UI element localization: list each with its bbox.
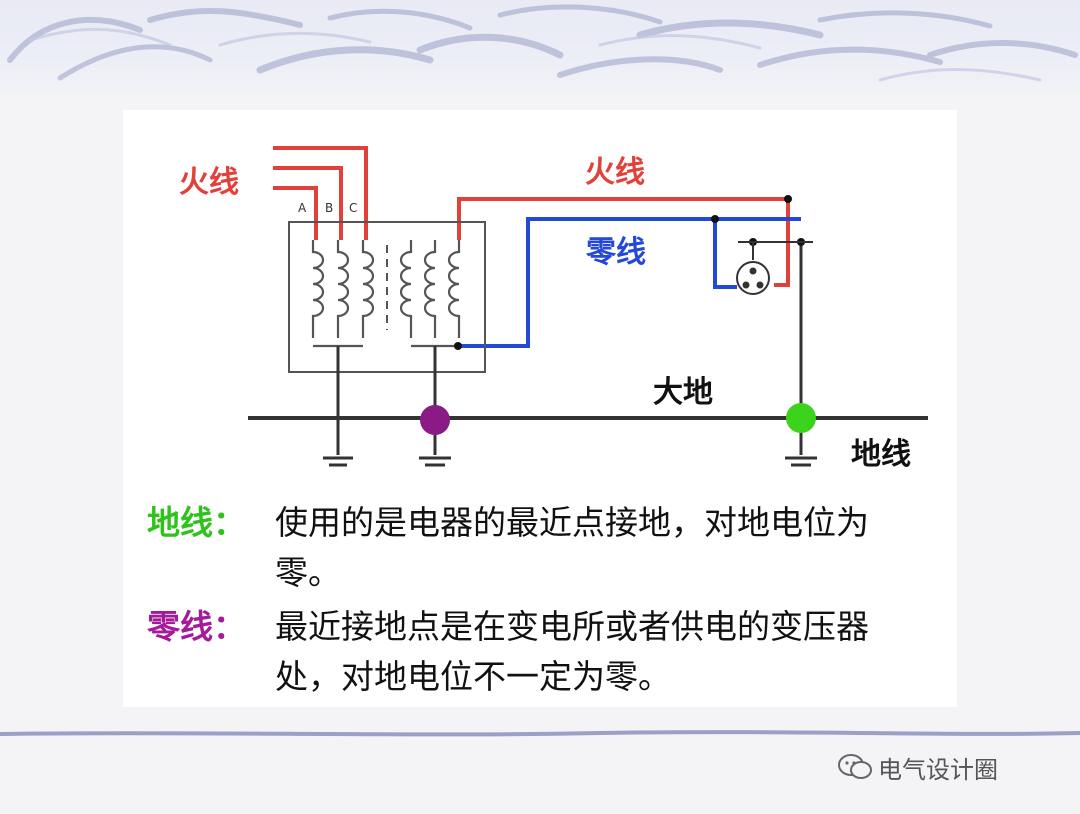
transformer-box xyxy=(288,221,486,373)
definition-term: 地线： xyxy=(147,503,246,542)
grounding-circuit-diagram xyxy=(248,146,928,467)
grounding-diagram-slide: 火线 A B C 火线 零线 大地 地线 地线： 使用的是电器的最近点接地，对地… xyxy=(123,110,957,707)
ground-symbols xyxy=(323,456,817,467)
phase-label-b: B xyxy=(325,201,334,215)
coil-c xyxy=(361,240,375,338)
definition-text: 最近接地点是在变电所或者供电的变压器处，对地电位不一定为零。 xyxy=(275,607,869,696)
ground-wires xyxy=(248,242,928,455)
decorative-header-band xyxy=(0,0,1080,92)
socket xyxy=(736,241,813,295)
ground-wire-definition: 地线： 使用的是电器的最近点接地，对地电位为零。 xyxy=(147,498,937,598)
ground-wire-label: 地线 xyxy=(851,437,911,472)
live-wire-label-right: 火线 xyxy=(585,155,645,190)
neutral-wires xyxy=(459,217,801,348)
phase-label-c: C xyxy=(349,201,358,215)
definition-term: 零线： xyxy=(147,607,246,646)
coil-a xyxy=(311,240,325,338)
junction-dots xyxy=(454,195,805,350)
coil-sec-3 xyxy=(447,240,461,338)
coil-b xyxy=(336,240,350,338)
coil-sec-1 xyxy=(399,240,413,338)
coil-sec-2 xyxy=(423,240,437,338)
transformer xyxy=(288,221,486,373)
neutral-wire-label: 零线 xyxy=(586,235,646,270)
live-wire-label-left: 火线 xyxy=(179,165,239,200)
wechat-icon xyxy=(838,754,872,779)
socket-icon xyxy=(736,261,770,295)
earth-label: 大地 xyxy=(653,375,713,410)
live-wire-b xyxy=(273,166,343,240)
watermark-text: 电气设计圈 xyxy=(878,755,998,784)
watermark: 电气设计圈 xyxy=(838,750,998,784)
decorative-bottom-rule xyxy=(0,730,1080,737)
phase-label-a: A xyxy=(298,201,307,215)
neutral-wire-branch xyxy=(713,219,737,289)
definition-text: 使用的是电器的最近点接地，对地电位为零。 xyxy=(275,503,869,592)
live-wire-c xyxy=(273,146,368,240)
decorative-swirls xyxy=(7,4,1078,82)
neutral-wire-definition: 零线： 最近接地点是在变电所或者供电的变压器处，对地电位不一定为零。 xyxy=(147,602,937,702)
appliance-ground-point xyxy=(786,403,816,433)
live-wires xyxy=(273,146,790,287)
neutral-wire-main xyxy=(459,217,801,348)
coils xyxy=(311,240,461,348)
neutral-ground-point xyxy=(420,405,450,435)
live-wire-a xyxy=(273,186,318,240)
